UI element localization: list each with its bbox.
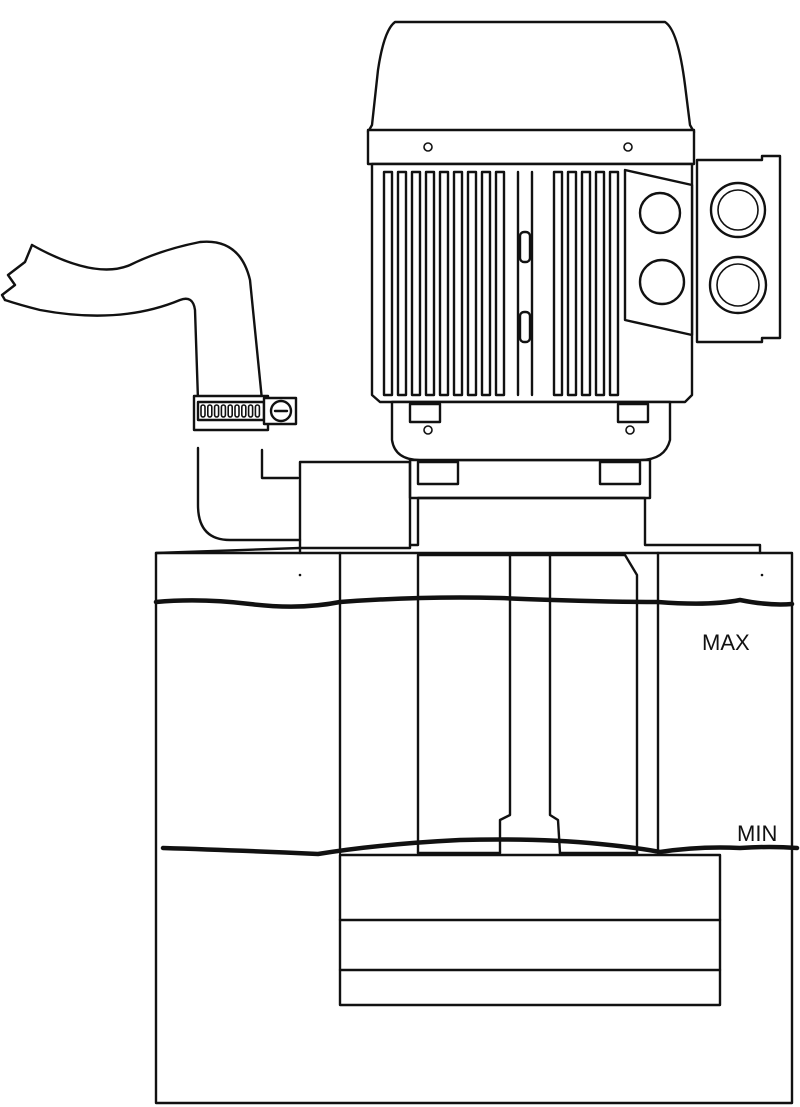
cable-gland-right-upper <box>709 181 767 239</box>
motor-fin <box>410 170 422 397</box>
motor-rib-upper <box>518 230 532 264</box>
tank <box>154 551 794 1105</box>
clamp-slot <box>207 404 213 418</box>
tank-dot-left <box>298 573 302 577</box>
motor-adapter-base <box>408 496 762 555</box>
motor-adapter <box>408 458 652 500</box>
motor-fin <box>480 170 492 397</box>
motor-fin <box>396 170 408 397</box>
cable-gland-left-lower <box>638 258 686 306</box>
pump-shaft-right <box>548 553 562 855</box>
min-level-line <box>160 837 800 857</box>
max-level-line <box>153 595 795 609</box>
cable-gland-right-lower-inner <box>716 263 760 307</box>
motor-fin <box>438 170 450 397</box>
hose-elbow-outer <box>196 446 302 542</box>
adapter-foot-left <box>416 460 460 486</box>
outlet-flange-left <box>298 460 412 555</box>
outlet-flange-right <box>298 460 412 550</box>
motor-fin <box>424 170 436 397</box>
motor-fan-flange <box>366 128 696 166</box>
adapter-foot-right <box>598 460 642 486</box>
motor-fin <box>580 170 592 397</box>
motor-fin <box>566 170 578 397</box>
motor-fin <box>594 170 606 397</box>
cable-gland-left-upper <box>638 191 682 235</box>
clamp-slot <box>227 404 233 418</box>
tank-outer-wall <box>154 551 794 1105</box>
level-lines <box>153 595 800 857</box>
hose-inner-edge <box>30 240 264 402</box>
fan-flange-bolt-left <box>423 142 433 152</box>
max-label: MAX <box>702 630 750 655</box>
hose-torn-end <box>0 243 34 302</box>
plate-left <box>154 546 302 555</box>
tank-dot-right <box>760 573 764 577</box>
motor-fin <box>452 170 464 397</box>
motor-fan-cover <box>366 20 696 134</box>
min-label: MIN <box>737 821 777 846</box>
clamp-slot <box>247 404 254 418</box>
motor-fins <box>382 170 620 397</box>
motor-fin <box>494 170 506 397</box>
cable-gland-right-upper-inner <box>717 189 759 231</box>
motor-bolt-left <box>423 425 433 435</box>
pump-shaft-left <box>498 553 512 855</box>
motor-fin <box>466 170 478 397</box>
clamp-slot-marks <box>200 404 261 418</box>
electric-motor <box>366 20 782 462</box>
clamp-slot <box>220 404 227 418</box>
clamp-slot <box>234 404 240 418</box>
motor-flange <box>390 400 672 462</box>
clamp-slot <box>241 404 247 418</box>
hose-elbow-inner <box>260 448 300 480</box>
clamp-slot <box>200 404 206 418</box>
motor-rib-lower <box>518 310 532 344</box>
pump-column <box>416 553 639 855</box>
motor-bolt-right <box>625 425 635 435</box>
pump-column-outline <box>416 553 639 855</box>
discharge-hose <box>0 240 302 542</box>
motor-fin <box>382 170 394 397</box>
cable-gland-right-lower <box>708 255 768 315</box>
motor-fin <box>608 170 620 397</box>
motor-fin <box>552 170 564 397</box>
fan-flange-bolt-right <box>623 142 633 152</box>
motor-foot-right <box>616 402 650 424</box>
motor-foot-left <box>408 402 442 424</box>
tank-filter-box <box>338 853 722 1007</box>
clamp-slot <box>254 404 261 418</box>
hose-outer-edge <box>3 297 200 402</box>
hose-clamp <box>192 394 298 432</box>
clamp-slot <box>213 404 220 418</box>
